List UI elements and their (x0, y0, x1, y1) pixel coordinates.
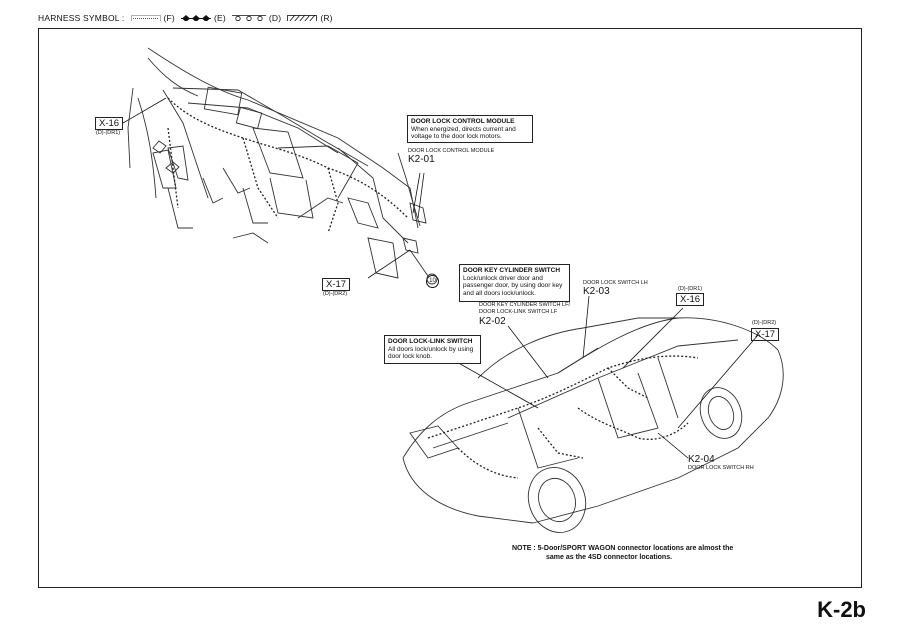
x16-dash-connector-label: X-16 (95, 117, 124, 130)
x17-car-connector-sub: (D)-(DR2) (752, 320, 777, 326)
k2-03-code: K2-03 (583, 286, 610, 297)
x16-dash-connector-sub: (D)-(DR1) (96, 130, 121, 136)
callout-desc: When energized, directs current and volt… (411, 125, 516, 141)
legend-code-f: (F) (163, 13, 175, 23)
callout-title: DOOR LOCK-LINK SWITCH (388, 338, 473, 345)
dashboard-illustration (127, 47, 438, 285)
k2-02-name-line2: DOOR LOCK-LINK SWITCH LF (479, 309, 558, 315)
note-line1: NOTE : 5-Door/SPORT WAGON connector loca… (512, 545, 734, 552)
legend-code-d: (D) (268, 13, 282, 23)
k2-01-name: DOOR LOCK CONTROL MODULE (408, 148, 495, 154)
k2-04-name: DOOR LOCK SWITCH RH (688, 465, 754, 471)
wiring-location-drawing (122, 47, 784, 533)
callout-title: DOOR LOCK CONTROL MODULE (411, 118, 515, 125)
dashboard-harness (167, 97, 409, 234)
x16-car-connector-sub: (D)-(DR1) (678, 286, 703, 292)
callout-desc: All doors lock/unlock by using door lock… (388, 345, 474, 361)
leader-lines (122, 97, 759, 459)
k2-02-name-line1: DOOR KEY CYLINDER SWITCH LF/ (479, 302, 570, 308)
door-lock-control-module-callout: DOOR LOCK CONTROL MODULE When energized,… (407, 115, 533, 143)
diamonds-symbol (180, 15, 211, 21)
callout-desc: Lock/unlock driver door and passenger do… (463, 274, 563, 297)
note-line2: same as the 4SD connector locations. (546, 554, 673, 561)
x17-dash-connector-sub: (D)-(DR2) (323, 291, 348, 297)
k2-01-code: K2-01 (408, 154, 435, 165)
x17-car-connector-label: X-17 (751, 328, 780, 341)
x16-car-connector-label: X-16 (676, 293, 705, 306)
door-lock-link-switch-callout: DOOR LOCK-LINK SWITCH All doors lock/unl… (384, 335, 481, 364)
legend-label: HARNESS SYMBOL : (38, 13, 125, 23)
page-id: K-2b (817, 597, 866, 622)
dotted-band-symbol (130, 15, 161, 21)
diagram-frame (38, 28, 862, 588)
k2-03-name: DOOR LOCK SWITCH LH (583, 280, 648, 286)
k2-02-code: K2-02 (479, 316, 506, 327)
car-harness (427, 355, 699, 479)
callout-title: DOOR KEY CYLINDER SWITCH (463, 267, 561, 274)
door-key-cylinder-switch-callout: DOOR KEY CYLINDER SWITCH Lock/unlock dri… (459, 264, 570, 302)
x17-dash-connector-label: X-17 (322, 278, 351, 291)
legend-code-r: (R) (320, 13, 333, 23)
marker-10: 10 (426, 275, 439, 288)
hatched-symbol (287, 15, 318, 21)
k2-04-code: K2-04 (688, 454, 715, 465)
harness-symbol-legend: HARNESS SYMBOL : (F) (E) (D) (R) (38, 13, 333, 23)
legend-code-e: (E) (213, 13, 226, 23)
circles-symbol (231, 15, 266, 21)
